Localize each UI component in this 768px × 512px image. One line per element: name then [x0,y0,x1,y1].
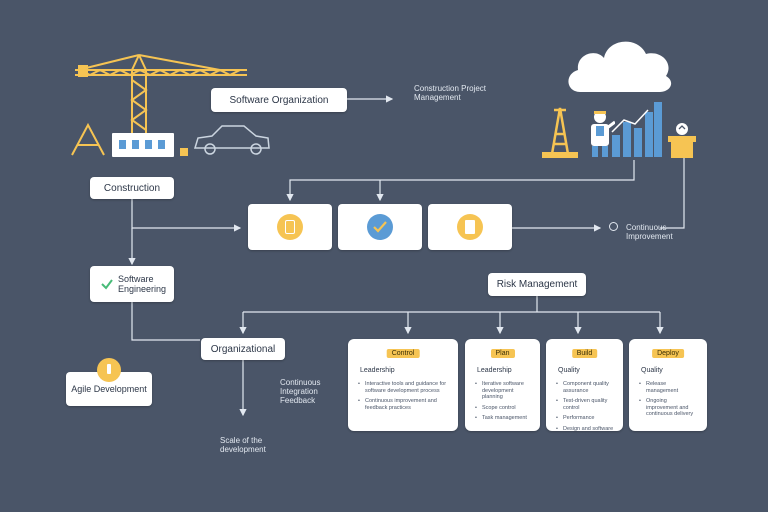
risk-card-deploy[interactable]: Deploy Quality Release management Ongoin… [629,339,707,431]
card-title: Quality [558,367,580,374]
card-title: Quality [641,367,663,374]
card-item: Task management [475,415,532,422]
risk-card-plan[interactable]: Plan Leadership Iterative software devel… [465,339,540,431]
card-title: Leadership [477,367,512,374]
oil-derrick-icon [542,107,578,158]
bar-chart-icon [611,102,662,157]
card-item: Interactive tools and guidance for softw… [358,381,450,394]
software-engineering-node[interactable]: Software Engineering [90,266,174,302]
package-icon [668,123,696,158]
software-organization-node[interactable]: Software Organization [211,88,347,112]
refresh-icon [609,222,618,231]
small-crate [180,148,188,156]
lightbulb-icon [97,358,121,382]
process-box-check[interactable] [338,204,422,250]
organizational-label: Organizational [210,343,276,355]
card-item-list: Component quality assurance Test-driven … [556,381,615,443]
checkmark-icon [367,214,393,240]
card-item: Test-driven quality control [556,398,615,411]
document-icon [457,214,483,240]
construction-crane-icon [71,54,247,156]
mobile-device-icon [277,214,303,240]
card-item-list: Interactive tools and guidance for softw… [358,381,450,415]
check-icon [101,279,113,290]
construction-node[interactable]: Construction [90,177,174,199]
card-item: Performance [556,415,615,422]
car-icon [193,125,270,155]
card-item: Scope control [475,405,532,412]
card-item: Release management [639,381,699,394]
construction-label: Construction [103,182,161,194]
feedback-note: Continuous Integration Feedback [280,378,321,405]
risk-card-build[interactable]: Build Quality Component quality assuranc… [546,339,623,438]
card-item: Continuous improvement and feedback prac… [358,398,450,411]
project-management-note: Construction Project Management [414,84,487,102]
card-tag: Build [571,349,598,358]
card-item: Ongoing improvement and continuous deliv… [639,398,699,418]
engineer-icon [591,111,615,157]
card-item: Iterative software development planning [475,381,532,401]
risk-management-node[interactable]: Risk Management [488,273,586,296]
organizational-node[interactable]: Organizational [201,338,285,360]
card-item: Component quality assurance [556,381,615,394]
card-item: Design and software engineering [556,426,615,439]
agile-development-label: Agile Development [71,384,147,394]
process-box-document[interactable] [428,204,512,250]
building-icon [112,133,174,157]
software-engineering-label: Software Engineering [118,274,167,294]
risk-card-control[interactable]: Control Leadership Interactive tools and… [348,339,458,431]
card-title: Leadership [360,367,395,374]
card-item-list: Release management Ongoing improvement a… [639,381,699,422]
process-box-mobile[interactable] [248,204,332,250]
card-tag: Plan [490,349,515,358]
software-organization-label: Software Organization [229,94,329,106]
continuous-improvement-note: Continuous Improvement [626,223,673,241]
card-tag: Control [386,349,420,358]
card-tag: Deploy [652,349,684,358]
risk-management-label: Risk Management [496,279,578,290]
cloud-icon [568,41,672,92]
card-item-list: Iterative software development planning … [475,381,532,426]
development-scale-note: Scale of the development [220,436,266,454]
